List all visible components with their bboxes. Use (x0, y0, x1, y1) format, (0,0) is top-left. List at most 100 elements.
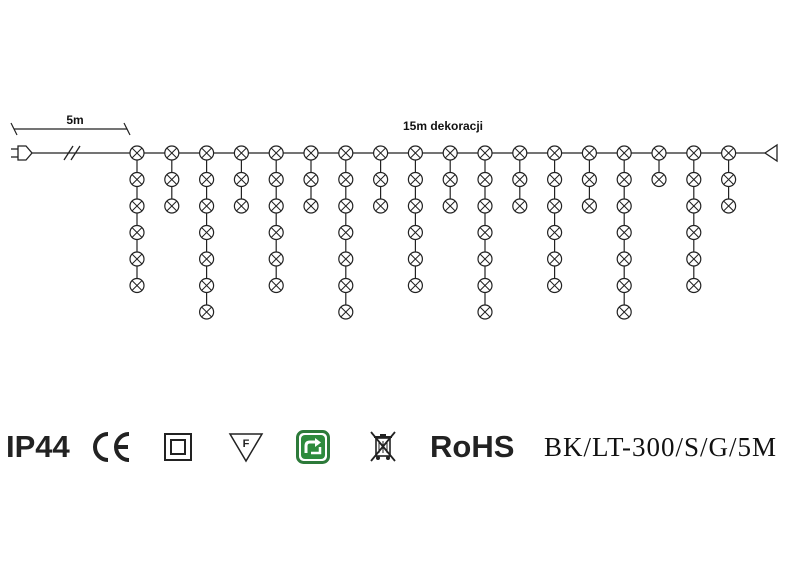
bulb-icon (407, 198, 423, 214)
bulb-icon (338, 198, 354, 214)
light-drop (686, 145, 702, 294)
bulb-icon (546, 145, 563, 161)
bulb-icon (407, 145, 423, 161)
light-drop (338, 145, 354, 320)
bulb-icon (373, 171, 389, 188)
bulb-icon (407, 277, 423, 294)
light-drop (651, 145, 667, 188)
bulb-icon (616, 304, 632, 320)
ce-mark-icon (90, 425, 132, 469)
light-drop (233, 145, 249, 214)
lead-length-label: 5m (66, 113, 83, 127)
bulb-icon (373, 198, 389, 214)
light-drop (616, 145, 632, 320)
bulb-icon (129, 277, 145, 294)
bulb-icon (199, 171, 215, 188)
bulb-icon (164, 171, 180, 188)
weee-bin-icon (368, 425, 398, 469)
bulb-icon (129, 171, 145, 188)
bulb-icon (199, 304, 215, 320)
bulb-icon (616, 171, 632, 188)
bulb-icon (338, 224, 354, 241)
rohs-mark: RoHS (430, 429, 515, 464)
bulb-icon (268, 145, 284, 161)
bulb-icon (268, 277, 284, 294)
bulb-icon (686, 198, 702, 214)
light-drop (164, 145, 180, 214)
light-drop (303, 145, 319, 214)
icicle-light-diagram: 5m 15m dekoracji (10, 113, 778, 320)
bulb-icon (129, 145, 145, 161)
bulb-icon (616, 277, 632, 294)
bulb-icon (686, 251, 702, 267)
bulb-icon (686, 145, 702, 161)
light-drop (407, 145, 423, 294)
bulb-icon (512, 171, 528, 188)
bulb-icon (338, 145, 354, 161)
bulb-icon (199, 224, 215, 241)
bulb-icon (303, 198, 319, 214)
bulb-icon (233, 198, 249, 214)
bulb-icon (199, 251, 215, 267)
bulb-icon (268, 198, 284, 214)
bulb-icon (477, 198, 493, 214)
bulb-icon (720, 145, 737, 161)
bulb-icon (546, 251, 563, 267)
light-drops (129, 145, 737, 320)
certification-row: IP44 F (0, 425, 800, 473)
bulb-icon (442, 171, 458, 188)
light-drop (199, 145, 215, 320)
bulb-icon (129, 198, 145, 214)
light-drop (512, 145, 528, 214)
bulb-icon (407, 171, 423, 188)
light-drop (129, 145, 145, 294)
bulb-icon (616, 251, 632, 267)
bulb-icon (338, 171, 354, 188)
lead-dimension (10, 122, 131, 136)
recycle-icon (296, 425, 330, 469)
bulb-icon (686, 277, 702, 294)
bulb-icon (199, 277, 215, 294)
bulb-icon (407, 251, 423, 267)
svg-text:F: F (243, 438, 250, 450)
bulb-icon (720, 171, 737, 188)
bulb-icon (233, 145, 249, 161)
bulb-icon (581, 145, 598, 161)
bulb-icon (268, 224, 284, 241)
bulb-icon (546, 277, 563, 294)
light-drop (581, 145, 598, 214)
end-cap-icon (763, 143, 778, 163)
bulb-icon (268, 171, 284, 188)
bulb-icon (303, 145, 319, 161)
bulb-icon (199, 198, 215, 214)
bulb-icon (477, 251, 493, 267)
bulb-icon (546, 171, 563, 188)
bulb-icon (512, 145, 528, 161)
cable-break-mark (63, 145, 81, 161)
bulb-icon (442, 198, 458, 214)
bulb-icon (129, 251, 145, 267)
bulb-icon (338, 251, 354, 267)
bulb-icon (581, 171, 598, 188)
bulb-icon (164, 198, 180, 214)
ip-rating-mark: IP44 (6, 429, 70, 464)
bulb-icon (477, 145, 493, 161)
bulb-icon (477, 171, 493, 188)
light-drop (442, 145, 458, 214)
bulb-icon (546, 224, 563, 241)
light-drop (720, 145, 737, 214)
bulb-icon (651, 171, 667, 188)
bulb-icon (268, 251, 284, 267)
bulb-icon (581, 198, 598, 214)
bulb-icon (199, 145, 215, 161)
bulb-icon (616, 145, 632, 161)
bulb-icon (233, 171, 249, 188)
f-mark-icon: F (228, 425, 264, 469)
bulb-icon (442, 145, 458, 161)
plug-icon (11, 145, 33, 161)
bulb-icon (477, 224, 493, 241)
bulb-icon (651, 145, 667, 161)
bulb-icon (373, 145, 389, 161)
bulb-icon (338, 277, 354, 294)
bulb-icon (407, 224, 423, 241)
